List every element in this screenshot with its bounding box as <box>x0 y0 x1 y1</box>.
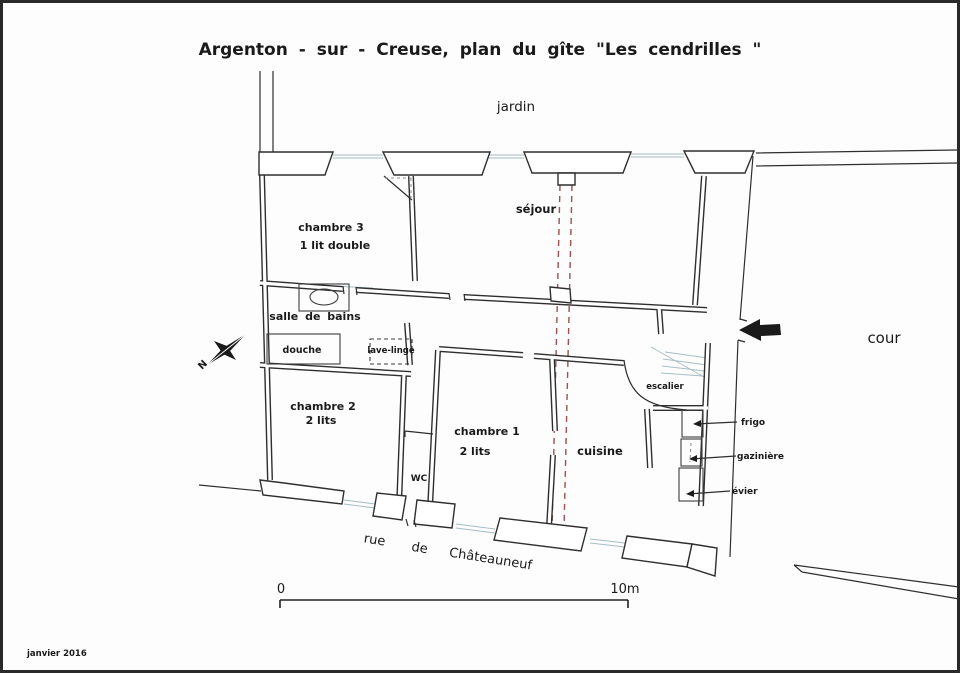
date-label: janvier 2016 <box>26 649 87 659</box>
window-glazing-lines <box>290 153 684 548</box>
south-wall-pier <box>259 479 345 505</box>
label-chambre2-detail: 2 lits <box>306 414 337 427</box>
bathroom-fixtures <box>266 283 413 365</box>
north-wall-pier <box>258 151 334 176</box>
north-wall-pier <box>682 150 756 174</box>
chimney-breast <box>549 286 572 304</box>
chimney-breast <box>557 172 576 186</box>
washbasin-icon <box>309 288 339 306</box>
compass-north-label: N <box>196 358 210 372</box>
label-escalier: escalier <box>646 382 684 392</box>
label-chambre3: chambre 3 <box>298 221 363 234</box>
stair-treads <box>650 346 709 378</box>
stair-curved-wall <box>623 359 688 411</box>
page-title: Argenton - sur - Creuse, plan du gîte "L… <box>199 40 762 60</box>
south-east-corner-pier <box>686 543 718 577</box>
door-jambs <box>342 285 748 528</box>
label-street-chateauneuf: Châteauneuf <box>448 546 533 574</box>
north-window-bay <box>381 151 491 176</box>
exterior-wall-bays <box>258 150 756 577</box>
label-chambre2: chambre 2 <box>290 400 355 413</box>
washing-machine <box>369 338 413 365</box>
label-chambre1-detail: 2 lits <box>460 445 491 458</box>
leader-arrows <box>686 420 738 497</box>
compass-icon <box>206 333 247 366</box>
south-window-bay <box>372 492 407 521</box>
site-boundary-lines <box>198 71 957 600</box>
scale-end-label: 10m <box>610 582 639 597</box>
label-gaziniere: gazinière <box>737 451 784 462</box>
label-sejour: séjour <box>516 202 557 216</box>
washbasin-counter <box>298 283 350 312</box>
entrance-arrow-icon <box>739 319 781 341</box>
label-jardin: jardin <box>496 99 535 115</box>
label-street-de: de <box>410 540 428 557</box>
label-street-rue: rue <box>363 531 387 549</box>
label-cuisine: cuisine <box>577 444 623 458</box>
north-window-bay <box>522 151 633 174</box>
stove-box <box>680 438 703 467</box>
label-douche: douche <box>283 345 322 356</box>
shower-tray <box>266 333 341 365</box>
label-chambre3-detail: 1 lit double <box>300 239 370 252</box>
south-window-bay <box>621 535 693 568</box>
label-wc: WC <box>411 474 428 484</box>
floor-plan-svg: Argenton - sur - Creuse, plan du gîte "L… <box>26 40 957 659</box>
scale-start-label: 0 <box>277 582 285 597</box>
label-cour: cour <box>867 329 901 347</box>
sink-box <box>678 467 704 502</box>
south-door-bay <box>493 517 588 552</box>
door-swing <box>383 175 413 201</box>
wc-wall <box>404 430 434 435</box>
south-window-bay <box>413 499 456 529</box>
label-frigo: frigo <box>741 418 765 428</box>
label-chambre1: chambre 1 <box>454 425 519 438</box>
label-lave-linge: lave-linge <box>367 346 414 356</box>
scale-bar <box>279 599 629 608</box>
label-salle-de-bains: salle de bains <box>269 310 361 323</box>
label-evier: évier <box>732 486 758 497</box>
